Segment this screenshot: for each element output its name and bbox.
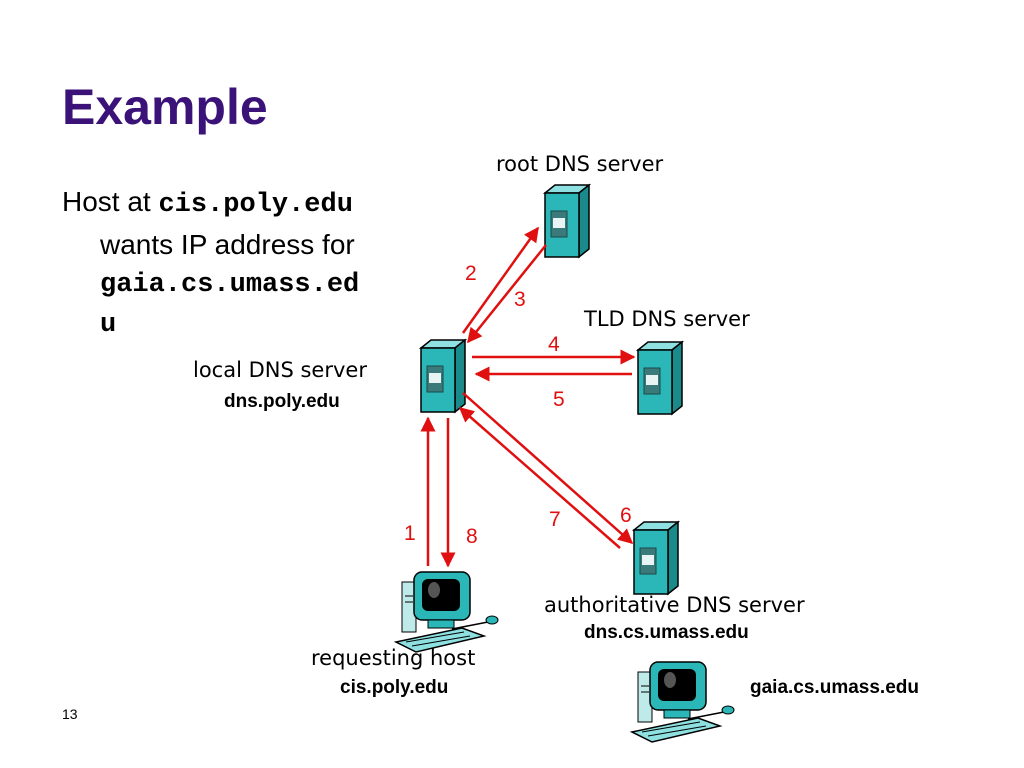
root-server-label: root DNS server bbox=[496, 152, 664, 176]
step-7-label: 7 bbox=[549, 508, 561, 531]
arrow-2 bbox=[461, 226, 540, 334]
target-host-name: gaia.cs.umass.edu bbox=[750, 677, 919, 698]
step-5-label: 5 bbox=[553, 388, 565, 411]
requesting-host-label: requesting host bbox=[311, 646, 476, 670]
tld-server-label: TLD DNS server bbox=[584, 307, 750, 331]
body-target-host-cont: u bbox=[100, 310, 117, 340]
slide-title: Example bbox=[62, 79, 268, 135]
step-8-label: 8 bbox=[466, 525, 478, 548]
step-6-label: 6 bbox=[620, 504, 632, 527]
requesting-host-name: cis.poly.edu bbox=[340, 677, 449, 698]
body-line2: wants IP address for bbox=[100, 229, 355, 260]
body-source-host: cis.poly.edu bbox=[158, 190, 353, 220]
target-host-icon bbox=[631, 661, 735, 743]
step-1-label: 1 bbox=[404, 522, 416, 545]
tld-server-icon bbox=[637, 341, 683, 415]
arrow-7 bbox=[458, 407, 621, 549]
body-prefix: Host at bbox=[62, 186, 159, 217]
arrow-3 bbox=[467, 244, 547, 344]
requesting-host-icon bbox=[395, 571, 499, 653]
step-2-label: 2 bbox=[465, 262, 477, 285]
step-3-label: 3 bbox=[514, 288, 526, 311]
authoritative-server-host: dns.cs.umass.edu bbox=[584, 622, 749, 643]
arrow-6 bbox=[462, 392, 634, 544]
local-server-icon bbox=[420, 339, 466, 413]
body-target-host: gaia.cs.umass.ed bbox=[100, 270, 360, 300]
body-text: Host at cis.poly.edu wants IP address fo… bbox=[62, 182, 442, 345]
root-server-icon bbox=[544, 184, 590, 258]
local-server-label: local DNS server bbox=[193, 358, 367, 382]
step-4-label: 4 bbox=[548, 333, 560, 356]
authoritative-server-icon bbox=[633, 521, 679, 595]
slide-number: 13 bbox=[62, 706, 78, 722]
authoritative-server-label: authoritative DNS server bbox=[544, 593, 805, 617]
local-server-host: dns.poly.edu bbox=[224, 391, 340, 412]
